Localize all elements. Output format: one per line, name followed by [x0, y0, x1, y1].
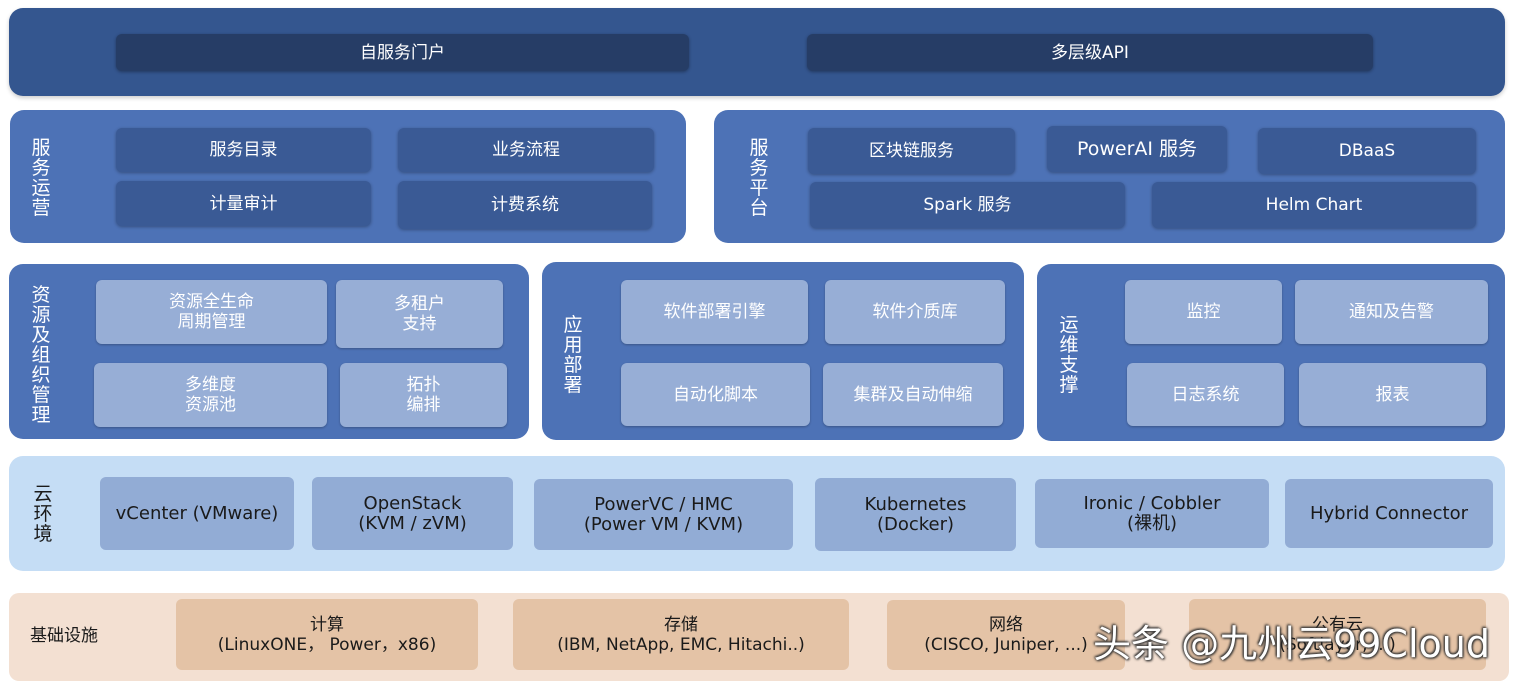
service-platform-label: 服务平台 [749, 137, 769, 219]
service-ops-label: 服务运营 [31, 137, 51, 219]
log-system-box: 日志系统 [1127, 363, 1284, 426]
ops-support-label: 运维支撑 [1059, 314, 1079, 396]
ironic-cobbler-box: Ironic / Cobbler (裸机) [1035, 479, 1269, 548]
compute-box: 计算 (LinuxONE， Power，x86) [176, 599, 478, 670]
app-deploy-label: 应用部署 [563, 314, 583, 396]
cluster-autoscale-box: 集群及自动伸缩 [823, 363, 1003, 426]
report-box: 报表 [1299, 363, 1486, 426]
deploy-engine-box: 软件部署引擎 [621, 280, 808, 344]
blockchain-service-box: 区块链服务 [808, 128, 1015, 174]
hybrid-connector-box: Hybrid Connector [1285, 479, 1493, 548]
resource-mgmt-label: 资源及组织管理 [31, 284, 51, 426]
monitoring-box: 监控 [1125, 280, 1282, 344]
public-cloud-box: 公有云 (Softlayer, ...) [1189, 599, 1486, 670]
notification-alert-box: 通知及告警 [1295, 280, 1488, 344]
powerai-service-box: PowerAI 服务 [1047, 126, 1227, 172]
self-service-portal-box: 自服务门户 [116, 34, 689, 71]
openstack-box: OpenStack (KVM / zVM) [312, 477, 513, 550]
automation-script-box: 自动化脚本 [621, 363, 810, 426]
infrastructure-label: 基础设施 [30, 626, 98, 646]
multi-tenant-box: 多租户 支持 [336, 280, 503, 348]
cloud-env-label: 云环境 [33, 483, 53, 545]
storage-box: 存储 (IBM, NetApp, EMC, Hitachi..) [513, 599, 849, 670]
topology-orchestration-box: 拓扑 编排 [340, 363, 507, 427]
resource-pool-box: 多维度 资源池 [94, 363, 327, 427]
network-box: 网络 (CISCO, Juniper, ...) [887, 600, 1125, 670]
spark-service-box: Spark 服务 [810, 182, 1125, 228]
service-catalog-box: 服务目录 [116, 128, 371, 172]
watermark-text: 头条 @九州云99Cloud [1093, 622, 1490, 666]
media-library-box: 软件介质库 [825, 280, 1005, 344]
billing-system-box: 计费系统 [398, 181, 652, 229]
metering-audit-box: 计量审计 [116, 181, 371, 226]
business-process-box: 业务流程 [398, 128, 654, 172]
powervc-box: PowerVC / HMC (Power VM / KVM) [534, 479, 793, 550]
multi-level-api-box: 多层级API [807, 34, 1373, 71]
kubernetes-box: Kubernetes (Docker) [815, 478, 1016, 551]
dbaas-box: DBaaS [1258, 128, 1476, 174]
helm-chart-box: Helm Chart [1152, 182, 1476, 228]
resource-lifecycle-box: 资源全生命 周期管理 [96, 280, 327, 344]
vcenter-box: vCenter (VMware) [100, 477, 294, 550]
